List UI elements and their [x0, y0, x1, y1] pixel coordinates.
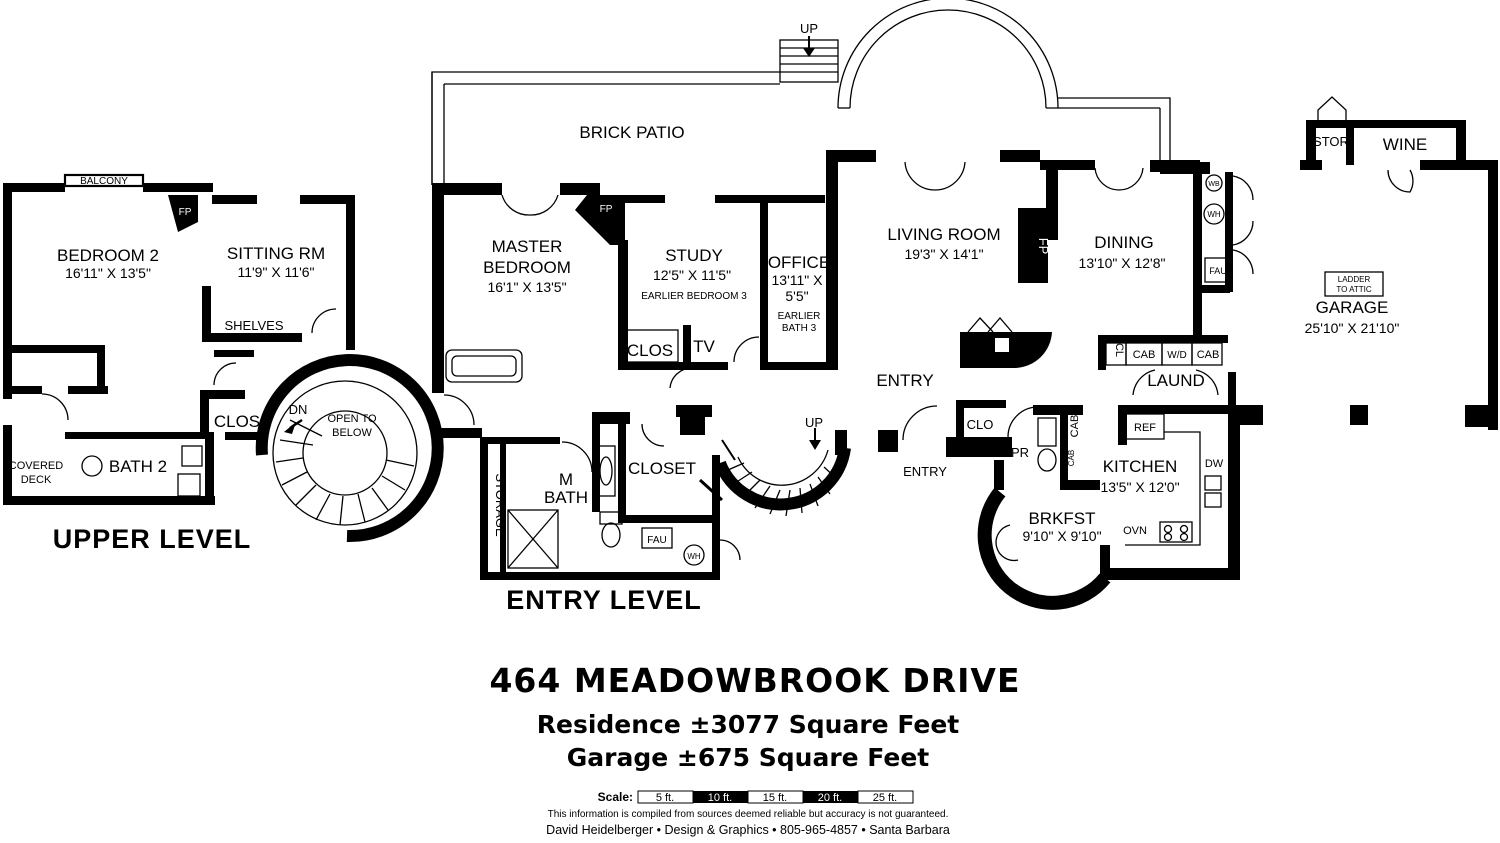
breakfast-label: BRKFST [1028, 509, 1095, 528]
kitchen-dimensions: 13'5" X 12'0" [1100, 479, 1179, 495]
office-note-line1: EARLIER [778, 311, 821, 322]
storage-label: STORAGE [493, 473, 508, 537]
garage-water-heater-label: WH [1207, 210, 1221, 219]
ladder-to-attic-line1: LADDER [1338, 275, 1371, 284]
up-patio-stair-label: UP [800, 21, 818, 36]
wine-label: WINE [1383, 135, 1427, 154]
bath-2-label: BATH 2 [109, 457, 167, 476]
covered-deck-line1: COVERED [9, 460, 63, 472]
dining-label: DINING [1094, 233, 1154, 252]
master-bedroom-dimensions: 16'1" X 13'5" [487, 279, 566, 295]
scale-mark-25: 25 ft. [873, 792, 897, 804]
entry-level-title: ENTRY LEVEL [506, 585, 702, 615]
fireplace-label-living: FP [1036, 238, 1051, 255]
dining-dimensions: 13'10" X 12'8" [1079, 255, 1166, 271]
study-label: STUDY [665, 246, 723, 265]
open-to-below-line2: BELOW [332, 427, 372, 439]
living-room-label: LIVING ROOM [887, 225, 1000, 244]
washer-dryer-label: W/D [1167, 350, 1186, 361]
breakfast-dimensions: 9'10" X 9'10" [1022, 528, 1101, 544]
entry-door-label: ENTRY [903, 464, 947, 479]
laundry-cabinet-1-label: CAB [1133, 349, 1156, 361]
closet-label: CLOSET [628, 459, 696, 478]
residence-square-feet: Residence ±3077 Square Feet [537, 710, 960, 739]
upper-level-title: UPPER LEVEL [53, 524, 252, 554]
scale-mark-5: 5 ft. [656, 792, 674, 804]
brick-patio-label: BRICK PATIO [579, 123, 684, 142]
pr-cabinet-small-label: CAB [1067, 450, 1076, 466]
office-label: OFFICE [768, 253, 830, 272]
powder-room-label: PR [1011, 445, 1029, 460]
laundry-closet-label: CL [1113, 343, 1125, 357]
study-closet-label: CLOS [627, 341, 673, 360]
covered-deck-line2: DECK [21, 474, 52, 486]
garage-label: GARAGE [1316, 298, 1389, 317]
sitting-room-dimensions: 11'9" X 11'6" [237, 264, 314, 280]
living-room-dimensions: 19'3" X 14'1" [904, 246, 983, 262]
down-stair-label: DN [289, 402, 308, 417]
master-bedroom-line1: MASTER [492, 237, 563, 256]
garage-fau-label: FAU [1209, 266, 1227, 276]
master-bedroom-line2: BEDROOM [483, 258, 571, 277]
upper-level-plan [3, 173, 444, 543]
storage-closet-label: STOR [1313, 134, 1349, 149]
office-dimensions-line2: 5'5" [785, 288, 808, 304]
kitchen-label: KITCHEN [1103, 457, 1178, 476]
study-note: EARLIER BEDROOM 3 [641, 291, 747, 302]
credit-line: David Heidelberger • Design & Graphics •… [546, 823, 950, 837]
master-bath-line1: M [559, 470, 573, 489]
pr-cabinet-label: CAB [1069, 415, 1081, 438]
ladder-to-attic-line2: TO ATTIC [1336, 285, 1371, 294]
disclaimer: This information is compiled from source… [548, 809, 949, 820]
oven-label: OVN [1123, 525, 1147, 537]
upper-closet-label: CLOS [214, 412, 260, 431]
entry-level-plan [431, 0, 1498, 610]
scale-mark-15: 15 ft. [763, 792, 787, 804]
master-bath-line2: BATH [544, 488, 588, 507]
laundry-label: LAUND [1147, 371, 1205, 390]
office-dimensions-line1: 13'11" X [772, 272, 824, 288]
water-softener-label: WB [1208, 181, 1220, 188]
coat-closet-label: CLO [967, 417, 994, 432]
entry-wh-label: WH [687, 552, 701, 561]
garage-dimensions: 25'10" X 21'10" [1305, 320, 1400, 336]
garage-square-feet: Garage ±675 Square Feet [567, 743, 930, 772]
bedroom-2-label: BEDROOM 2 [57, 246, 159, 265]
scale-label: Scale: [598, 790, 633, 804]
entry-fau-label: FAU [647, 535, 666, 546]
dishwasher-label: DW [1205, 458, 1224, 470]
fireplace-label-upper: FP [179, 207, 192, 218]
sitting-room-label: SITTING RM [227, 244, 325, 263]
fireplace-label-master: FP [600, 204, 613, 215]
tv-label: TV [693, 337, 715, 356]
laundry-cabinet-2-label: CAB [1197, 349, 1220, 361]
refrigerator-label: REF [1134, 422, 1156, 434]
open-to-below-line1: OPEN TO [327, 413, 377, 425]
shelves-label: SHELVES [224, 318, 283, 333]
up-main-stair-label: UP [805, 415, 823, 430]
entry-hall-label: ENTRY [876, 371, 933, 390]
scale-bar: Scale: 5 ft. 10 ft. 15 ft. 20 ft. 25 ft. [598, 790, 914, 804]
scale-mark-10: 10 ft. [708, 792, 732, 804]
study-dimensions: 12'5" X 11'5" [653, 267, 731, 283]
bedroom-2-dimensions: 16'11" X 13'5" [65, 265, 151, 281]
scale-mark-20: 20 ft. [818, 792, 842, 804]
balcony-label: BALCONY [80, 176, 128, 187]
property-address: 464 MEADOWBROOK DRIVE [489, 661, 1020, 700]
office-note-line2: BATH 3 [782, 323, 817, 334]
